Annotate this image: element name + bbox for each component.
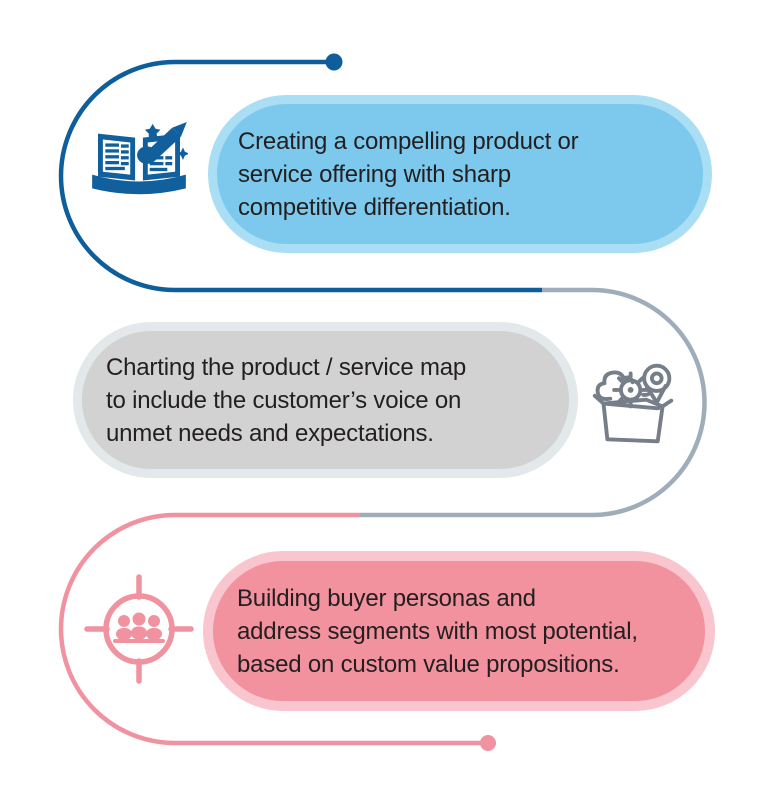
step-1-text-line-3: competitive differentiation.: [238, 193, 511, 221]
book-writing-icon: [92, 121, 188, 195]
step-2-text-line-1: Charting the product / service map: [106, 353, 467, 381]
box-gears-pin-icon: [592, 363, 674, 444]
step-1-text-line-1: Creating a compelling product or: [238, 127, 579, 155]
step-2-card: Charting the product / service map to in…: [73, 322, 578, 478]
end-dot: [480, 735, 496, 751]
target-audience-icon: [84, 574, 194, 684]
step-3-text-line-3: based on custom value propositions.: [237, 650, 620, 678]
step-2-text-line-2: to include the customer’s voice on: [106, 386, 462, 414]
step-3-card: Building buyer personas and address segm…: [203, 551, 715, 711]
connector-2-path: [360, 287, 707, 518]
connector-3-path: [58, 512, 488, 746]
connector-1-path: [58, 59, 542, 293]
step-2-text-line-3: unmet needs and expectations.: [106, 419, 434, 447]
step-3-text-line-1: Building buyer personas and: [237, 584, 536, 612]
step-1-card: Creating a compelling product or service…: [208, 95, 712, 253]
step-3-text-line-2: address segments with most potential,: [237, 617, 638, 645]
start-dot: [325, 53, 343, 71]
step-1-text-line-2: service offering with sharp: [238, 160, 511, 188]
